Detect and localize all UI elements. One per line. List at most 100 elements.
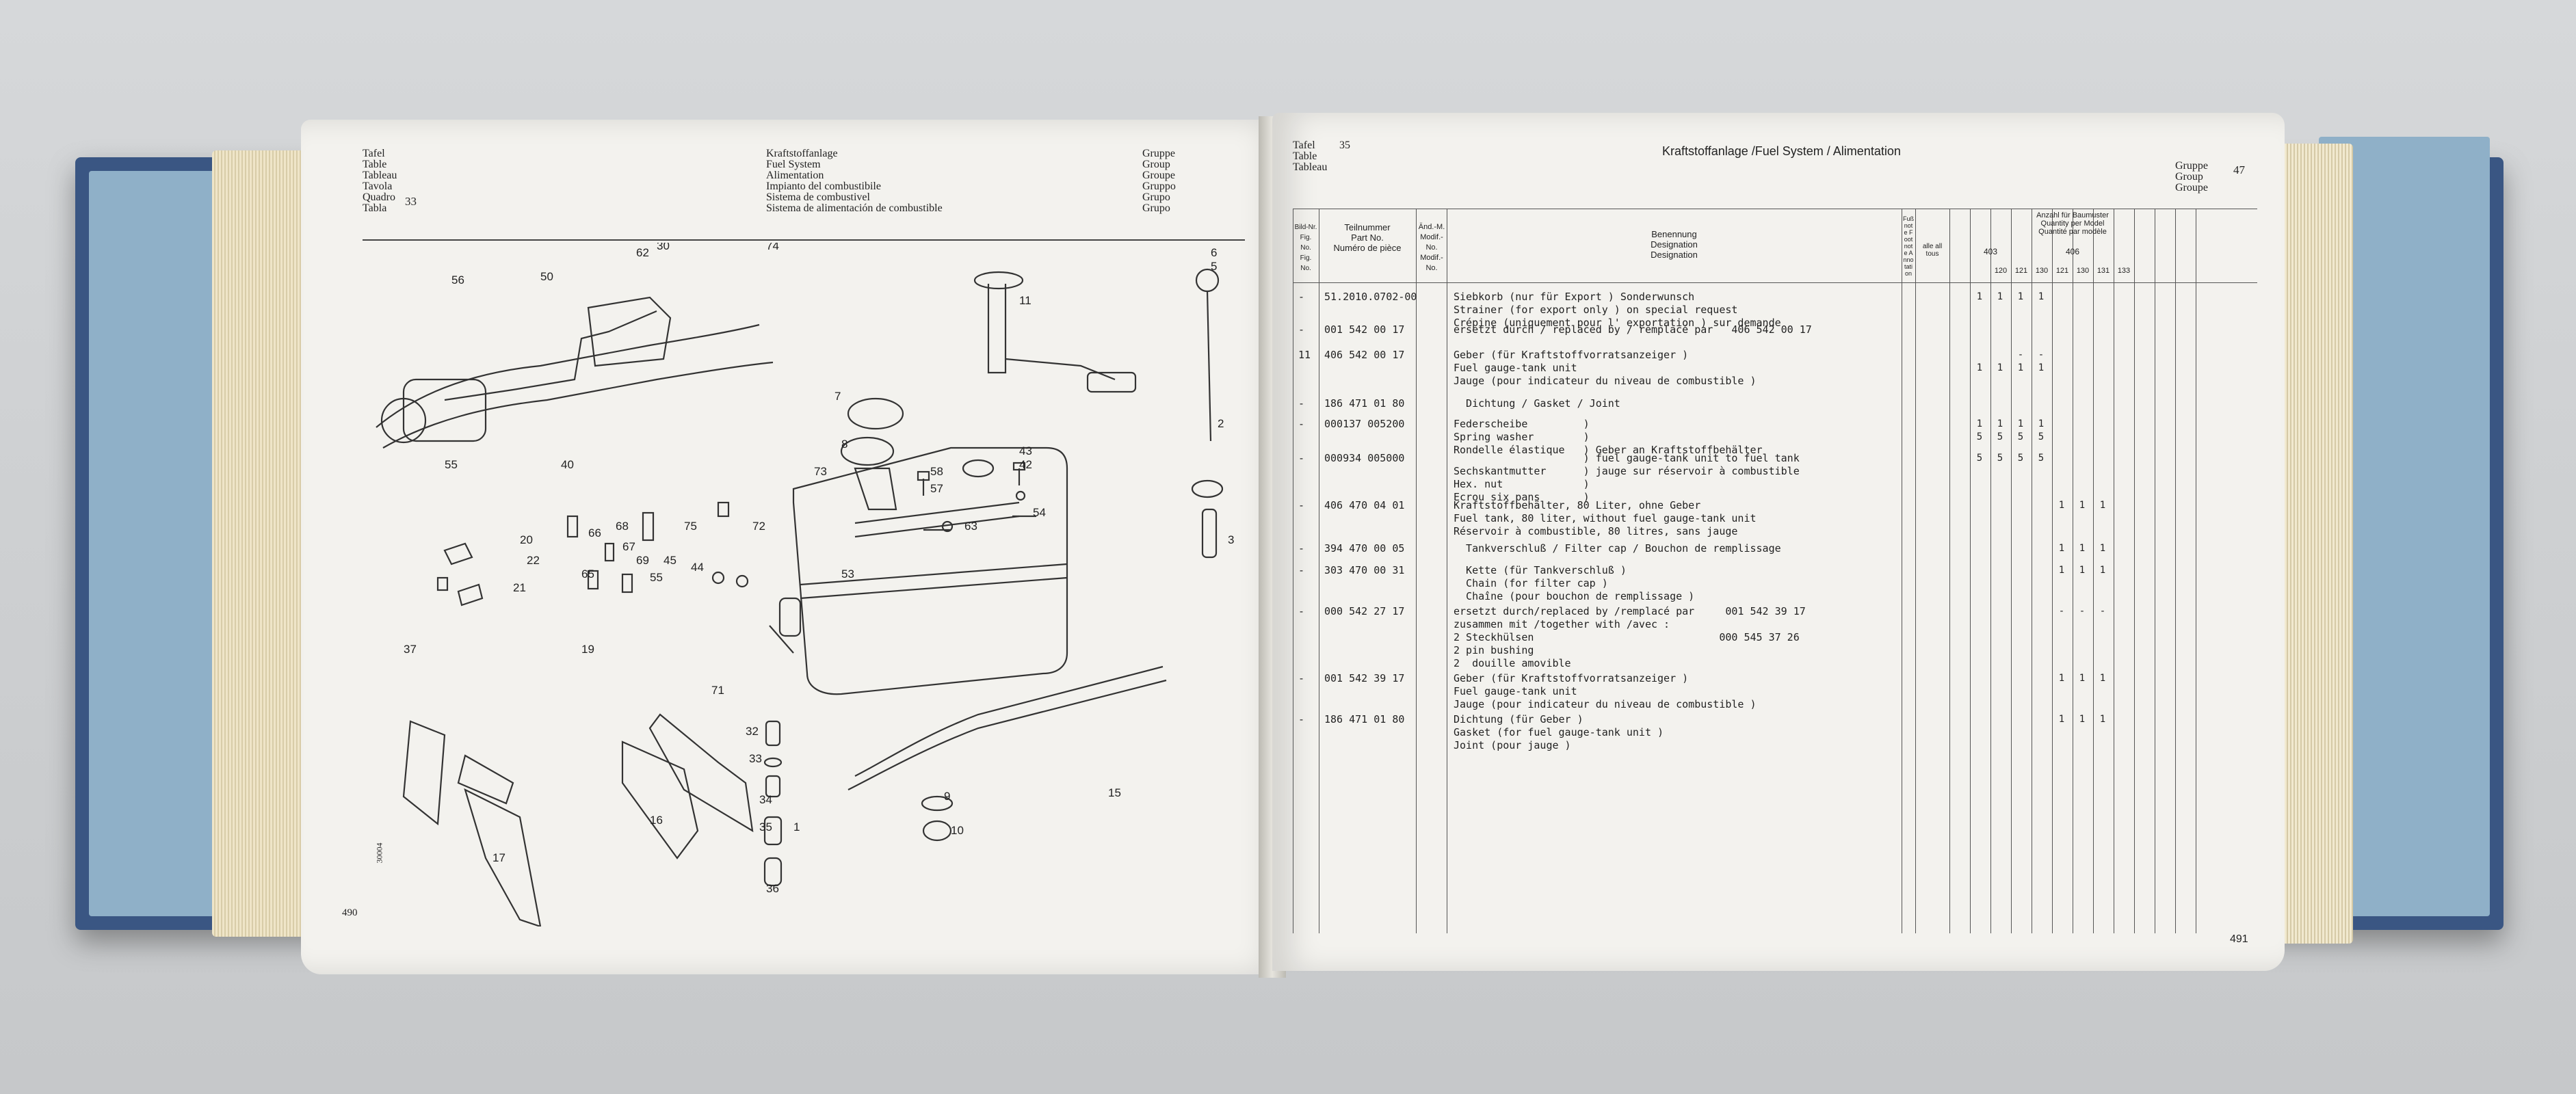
quantity-cell: 5 xyxy=(1997,431,2003,442)
model-column-130: 130 xyxy=(2076,267,2090,275)
designation-line: Siebkorb (nur für Export ) Sonderwunsch xyxy=(1454,291,1695,303)
header-line: Tableau xyxy=(363,170,397,181)
part-callout: 15 xyxy=(1108,786,1121,799)
header-line: Tabla xyxy=(363,202,387,214)
quantity-cell: - xyxy=(2079,606,2086,617)
quantity-cell: 1 xyxy=(1997,418,2003,429)
designation-line: Gasket (for fuel gauge-tank unit ) xyxy=(1454,726,1664,738)
designation-line: Fuel tank, 80 liter, without fuel gauge-… xyxy=(1454,512,1757,524)
designation-line: Federscheibe ) xyxy=(1454,418,1590,430)
part-callout: 33 xyxy=(749,752,762,765)
part-callout: 7 xyxy=(834,390,841,403)
part-number: 186 471 01 80 xyxy=(1324,397,1405,410)
model-column-130: 130 xyxy=(2035,267,2049,275)
part-callout: 63 xyxy=(964,520,977,533)
quantity-cell: - xyxy=(2038,349,2045,360)
quantity-cell: 1 xyxy=(2058,714,2065,725)
model-column-120: 120 xyxy=(1994,267,2008,275)
header-line: Alimentation xyxy=(766,170,824,181)
part-callout: 58 xyxy=(930,465,943,478)
quantity-cell: 1 xyxy=(1976,291,1983,302)
part-number: 000 542 27 17 xyxy=(1324,605,1405,617)
header-line: Part No. xyxy=(1351,232,1384,243)
model-column-131: 131 xyxy=(2097,267,2110,275)
model-column-121: 121 xyxy=(2014,267,2028,275)
part-callout: 1 xyxy=(793,820,800,833)
designation-line: Rondelle élastique ) Geber an Kraftstoff… xyxy=(1454,444,1763,456)
designation-line: Ecrou six pans ) xyxy=(1454,491,1590,503)
designation-line: Dichtung / Gasket / Joint xyxy=(1454,397,1620,410)
print-code: 30004 xyxy=(374,842,384,864)
page-number-right: 491 xyxy=(2230,933,2248,945)
designation-line: 2 pin bushing xyxy=(1454,644,1534,656)
part-callout: 68 xyxy=(616,520,629,533)
designation-line: Tankverschluß / Filter cap / Bouchon de … xyxy=(1454,542,1781,555)
part-callout: 72 xyxy=(752,520,765,533)
part-callout: 9 xyxy=(944,790,950,803)
header-line: Grupo xyxy=(1142,202,1170,214)
header-line: Groupe xyxy=(1142,170,1175,181)
fig-number: 11 xyxy=(1298,349,1311,361)
part-callout: 71 xyxy=(711,684,724,697)
fig-number: - xyxy=(1298,499,1305,511)
fig-number: - xyxy=(1298,397,1305,410)
header-line: Group xyxy=(2175,171,2203,183)
part-callout: 57 xyxy=(930,482,943,495)
fig-number: - xyxy=(1298,291,1305,303)
quantity-cell: 1 xyxy=(2079,565,2086,576)
table-number: 33 xyxy=(405,195,417,208)
quantity-cell: 5 xyxy=(1976,453,1983,464)
part-callout: 62 xyxy=(636,246,649,259)
quantity-cell: 5 xyxy=(2038,453,2045,464)
designation-line: ) fuel gauge-tank unit to fuel tank xyxy=(1454,452,1800,464)
header-line: Group xyxy=(1142,159,1170,170)
quantity-cell: 1 xyxy=(2058,543,2065,554)
part-number: 001 542 00 17 xyxy=(1324,323,1405,336)
quantity-cell: 1 xyxy=(2099,565,2106,576)
quantity-cell: 1 xyxy=(2079,543,2086,554)
header-line: Quantité par modèle xyxy=(2038,228,2107,236)
quantity-cell: 1 xyxy=(2017,291,2024,302)
header-line: Gruppo xyxy=(1142,181,1176,192)
designation-line: Fuel gauge-tank unit xyxy=(1454,362,1577,374)
designation-line: ersetzt durch/replaced by /remplacé par … xyxy=(1454,605,1806,617)
header-line: Benennung xyxy=(1651,229,1697,239)
header-line: Tavola xyxy=(363,181,393,192)
quantity-cell: - xyxy=(2099,606,2106,617)
header-line: Tafel xyxy=(1293,139,1315,151)
designation-line: Kraftstoffbehälter, 80 Liter, ohne Geber xyxy=(1454,499,1701,511)
part-callout: 50 xyxy=(540,270,553,283)
part-callout: 66 xyxy=(588,526,601,539)
designation-line: Fuel gauge-tank unit xyxy=(1454,685,1577,697)
part-callout: 75 xyxy=(684,520,697,533)
header-line: Modif.-No. xyxy=(1420,254,1443,272)
part-callout: 34 xyxy=(759,793,772,806)
part-callout: 10 xyxy=(951,824,964,837)
quantity-cell: 5 xyxy=(1997,453,2003,464)
part-callout: 30 xyxy=(657,243,670,252)
quantity-cell: 1 xyxy=(2099,543,2106,554)
quantity-cell: 1 xyxy=(2099,673,2106,684)
part-callout: 35 xyxy=(759,820,772,833)
part-number: 394 470 00 05 xyxy=(1324,542,1405,555)
part-number: 001 542 39 17 xyxy=(1324,672,1405,684)
fig-number: - xyxy=(1298,605,1305,617)
quantity-cell: 5 xyxy=(2038,431,2045,442)
part-callout: 3 xyxy=(1228,533,1234,546)
quantity-cell: 1 xyxy=(2038,291,2045,302)
header-line: Tafel xyxy=(363,148,385,159)
part-callout: 54 xyxy=(1033,506,1046,519)
part-callout: 16 xyxy=(650,814,663,827)
part-number: 51.2010.0702-00 xyxy=(1324,291,1417,303)
part-callout: 45 xyxy=(663,554,676,567)
header-line: Numéro de pièce xyxy=(1333,243,1402,253)
designation-line: Kette (für Tankverschluß ) xyxy=(1454,564,1627,576)
